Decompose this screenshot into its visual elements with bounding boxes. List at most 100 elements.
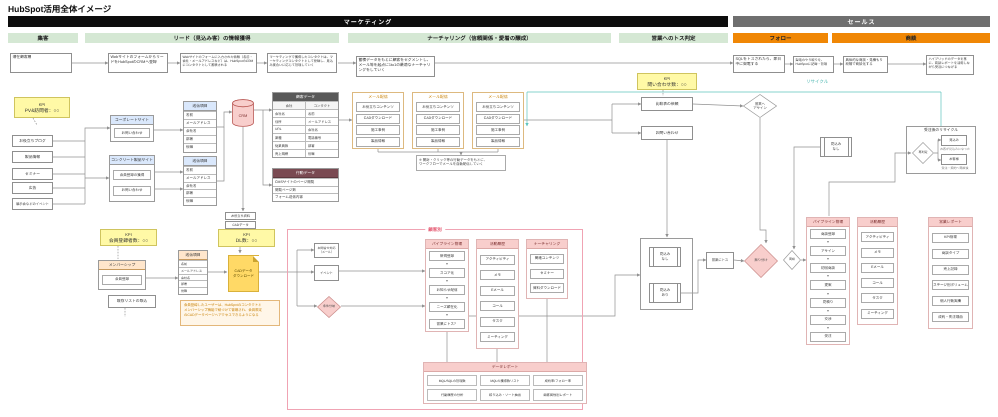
form-fields-3: 送信項目名前メールアドレス会社名部署役職 [178, 250, 208, 295]
form-fields-1-row: 役職 [184, 143, 216, 151]
diamond-deal: 商談 [783, 249, 801, 271]
activity-column-marketing-header: 活動履歴 [477, 240, 518, 249]
activity-column-sales-item: ミーティング [861, 308, 894, 319]
form-fields-3-row: 役職 [179, 287, 207, 294]
connector [32, 117, 38, 126]
stage-deal: 商談 [832, 33, 990, 43]
activity-column-marketing-item: コール [480, 301, 515, 312]
pipeline-column-sales-item: 見積り [810, 297, 846, 308]
activity-column-sales-header: 活動履歴 [858, 218, 897, 227]
activity-column-marketing-item: Eメール [480, 285, 515, 296]
connector [828, 151, 912, 216]
decision-diamond-icon [912, 142, 934, 164]
connector [84, 126, 111, 204]
box-log-calls: 架電のやり取りを、HubSpotに記録・管理 [793, 56, 834, 73]
down-arrow-icon: ▼ [445, 279, 449, 283]
box-toss-to-sales: 営業にトス [706, 252, 734, 269]
recycle-container-header: 受注後のリサイクル [924, 128, 958, 132]
recycle-customer-box: お客様 [941, 154, 967, 165]
email-send-2-item: CADダウンロード [416, 113, 460, 124]
recycle-container: 受注後のリサイクル [906, 126, 976, 174]
email-send-1-item: CADダウンロード [356, 113, 400, 124]
kpi-inquiry-label: KPI [663, 75, 671, 81]
customer-data-table-cell: 会社名 [273, 109, 306, 117]
nurturing-column: ナーチャリング関連コンテンツセミナー資料ダウンロード [526, 239, 568, 299]
customer-data-table-cell: 従業員数 [273, 141, 306, 149]
lane-marketing: マーケティング [8, 16, 728, 27]
pipeline-column-sales-item: 提案 [810, 280, 846, 291]
form-fields-1: 送信項目名前メールアドレス会社名部署役職 [183, 101, 217, 153]
nurturing-column-item: 関連コンテンツ [530, 253, 564, 264]
data-report-item: 行動履歴の分析 [427, 388, 478, 401]
kpi-dl-value: DL数：○○ [235, 239, 258, 244]
kpi-dl: KPI DL数：○○ [218, 229, 275, 247]
box-lead-stored: Webサイトのフォームに入力された情報（名前・会社・メールアドレスなど）は、Hu… [180, 53, 257, 73]
connector [934, 138, 942, 154]
sales-report-column-item: 売上記録 [932, 264, 969, 275]
connector [262, 110, 273, 187]
diamond-deal-label: 商談 [788, 257, 795, 262]
form-fields-2: 送信項目名前メールアドレス会社名部署役職 [183, 156, 217, 206]
box-inquiry: お問い合わせ [641, 126, 693, 140]
activity-column-marketing-item: タスク [480, 316, 515, 327]
recycle-customer-caption: 受注・契約～商談後 [941, 166, 969, 170]
data-report-item: MQLの獲得数リスト [479, 374, 531, 387]
sales-report-column-item: 成約・失注理由 [932, 312, 969, 323]
dl-item-cad: CADデータ [225, 221, 256, 229]
nurturing-column-item: セミナー [530, 268, 564, 279]
site-product-item: お問い合わせ [113, 185, 151, 196]
activity-column-sales-item: Eメール [861, 262, 894, 273]
box-audience: 潜在顧客層 [10, 53, 72, 73]
box-lead-register: WebサイトのフォームからリードをHubSpotのCRMへ登録 [108, 53, 168, 73]
site-corporate-item: お問い合わせ [114, 128, 150, 138]
activity-column-sales-item: タスク [861, 293, 894, 304]
email-send-3-item: 施工事例 [476, 125, 520, 136]
behavior-data-row: CMSサイトのページ閲覧 [273, 178, 338, 186]
customer-data-table-cell: メールアドレス [306, 117, 338, 125]
kpi-pv-label: KPI [38, 101, 46, 107]
down-arrow-icon: ▼ [445, 262, 449, 266]
decision-diamond-icon [316, 296, 342, 318]
behavior-data-header: 行動データ [273, 169, 338, 178]
email-send-2-item: お役立ちコンテンツ [416, 102, 460, 113]
per-customer-container-label: 顧客別 [425, 226, 445, 233]
box-segment-nurture: 蓄積データをもとに顧客をセグメントし、メール等を起点に1to1の最適なナーチャリ… [356, 56, 435, 77]
subproc-no-prospect-top: 見込みなし [820, 137, 852, 157]
data-report-item: 顧客属性別レポート [532, 388, 583, 401]
pipeline-column-marketing-header: パイプライン管理 [426, 240, 468, 249]
activity-column-marketing-item: ミーティング [480, 332, 515, 343]
diamond-recheck: 再判定 [912, 142, 934, 164]
email-send-2-item: 施工事例 [416, 125, 460, 136]
pipeline-column-sales-item: 初回商談 [810, 263, 846, 274]
down-arrow-icon: ▼ [826, 308, 830, 313]
subproc-has-prospect: 見込みあり [649, 283, 681, 303]
data-report-item: 成約率/フォロー率 [532, 374, 583, 387]
stage-attract: 集客 [8, 33, 78, 43]
prospect-container [640, 238, 693, 310]
email-send-1-item: お役立ちコンテンツ [356, 102, 400, 113]
box-existing-list: 既存リストの取込 [108, 295, 156, 308]
form-fields-1-row: 名前 [184, 111, 216, 119]
kpi-member-value: 会員登録者数：○○ [108, 238, 149, 244]
connector [469, 273, 641, 317]
site-product: コンクリート製品サイト会員登録の獲得お問い合わせ [109, 155, 155, 202]
sales-report-column-item: 商談タイプ [932, 248, 969, 259]
kpi-dl-label: KPI [243, 232, 250, 237]
crm-database-label: CRM [238, 114, 248, 119]
behavior-data-row: 閲覧ページ数 [273, 185, 338, 194]
box-inquiry-mail: お問合せ対応（メール） [314, 243, 339, 258]
diamond-assign-sales-label: 営業へアサイン [753, 101, 767, 110]
diamond-sorting: 振り分け [744, 244, 778, 278]
activity-column-marketing-item: メモ [480, 270, 515, 281]
connector [759, 118, 768, 244]
stage-follow: フォロー [733, 33, 828, 43]
